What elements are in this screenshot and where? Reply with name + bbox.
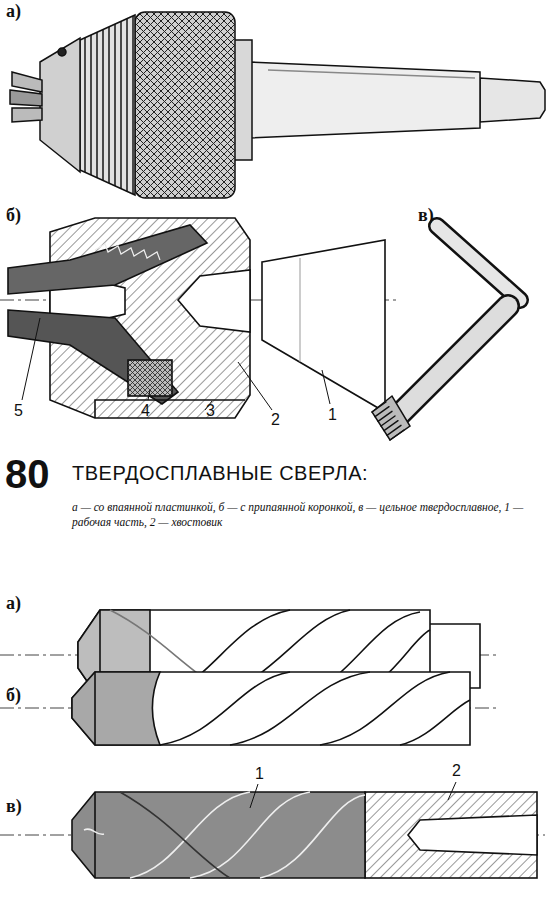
figure-letter: а) — [6, 594, 21, 614]
chuck-key — [372, 226, 520, 440]
figure-letter: б) — [6, 686, 21, 706]
callout-number: 2 — [452, 762, 461, 780]
callout-number: 1 — [328, 406, 337, 424]
figure-title: ТВЕРДОСПЛАВНЫЕ СВЕРЛА: — [72, 462, 368, 484]
drill-chuck — [10, 12, 545, 198]
chuck-section — [0, 218, 400, 418]
solid-carbide-drill — [0, 782, 545, 878]
callout-number: 1 — [255, 765, 264, 783]
callout-number: 3 — [206, 402, 215, 420]
figure-caption: а — со впаянной пластинкой, б — с припая… — [72, 500, 534, 530]
figure-letter: а) — [6, 2, 21, 22]
figure-number: 80 — [5, 452, 50, 496]
figure-letter: б) — [6, 206, 21, 226]
callout-number: 4 — [141, 402, 150, 420]
figure-letter: в) — [6, 797, 22, 817]
drill-with-crown — [0, 672, 500, 745]
callout-number: 5 — [14, 402, 23, 420]
callout-number: 2 — [271, 411, 280, 429]
figure-letter: в) — [418, 206, 434, 226]
